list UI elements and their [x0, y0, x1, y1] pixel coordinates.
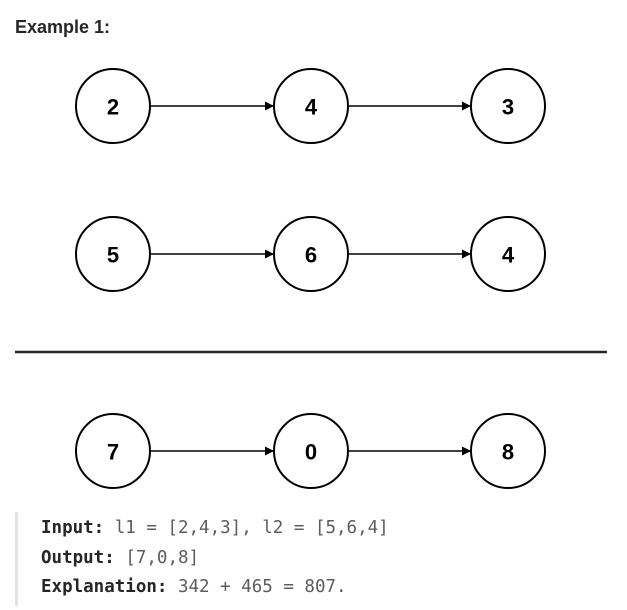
linked-list-result: 7 0 8	[75, 413, 546, 489]
explanation-label: Explanation:	[41, 577, 168, 597]
explanation-line: Explanation: 342 + 465 = 807.	[41, 573, 615, 603]
output-label: Output:	[41, 547, 115, 568]
list-node-value: 8	[502, 440, 514, 465]
list-node-circle	[273, 413, 349, 489]
list-node-value: 2	[107, 95, 119, 120]
list-node-circle	[273, 68, 349, 144]
list-node-value: 5	[107, 243, 119, 268]
output-line: Output: [7,0,8]	[41, 544, 615, 574]
example-heading: Example 1:	[15, 17, 111, 37]
list-node-circle	[75, 68, 151, 144]
list-node-circle	[75, 413, 151, 489]
list-node-value: 4	[502, 243, 515, 268]
input-value: l1 = [2,4,3], l2 = [5,6,4]	[114, 518, 389, 538]
example-code-block: Input: l1 = [2,4,3], l2 = [5,6,4] Output…	[15, 512, 615, 606]
linked-list-l2: 5 6 4	[75, 216, 546, 292]
list-node-circle	[273, 216, 349, 292]
list-node-value: 0	[305, 440, 317, 465]
list-node-circle	[470, 216, 546, 292]
list-node-value: 7	[107, 440, 119, 465]
list-node-circle	[75, 216, 151, 292]
input-line: Input: l1 = [2,4,3], l2 = [5,6,4]	[41, 514, 615, 544]
list-node-circle	[470, 413, 546, 489]
output-value: [7,0,8]	[125, 547, 200, 568]
linked-list-l1: 2 4 3	[75, 68, 546, 144]
list-node-value: 6	[305, 243, 317, 268]
input-label: Input:	[41, 518, 105, 538]
list-node-circle	[470, 68, 546, 144]
list-node-value: 4	[305, 95, 318, 120]
list-node-value: 3	[502, 95, 514, 120]
linked-list-diagram: 2 4 3 5 6 4 7 0 8	[15, 68, 607, 489]
explanation-value: 342 + 465 = 807.	[177, 577, 347, 597]
